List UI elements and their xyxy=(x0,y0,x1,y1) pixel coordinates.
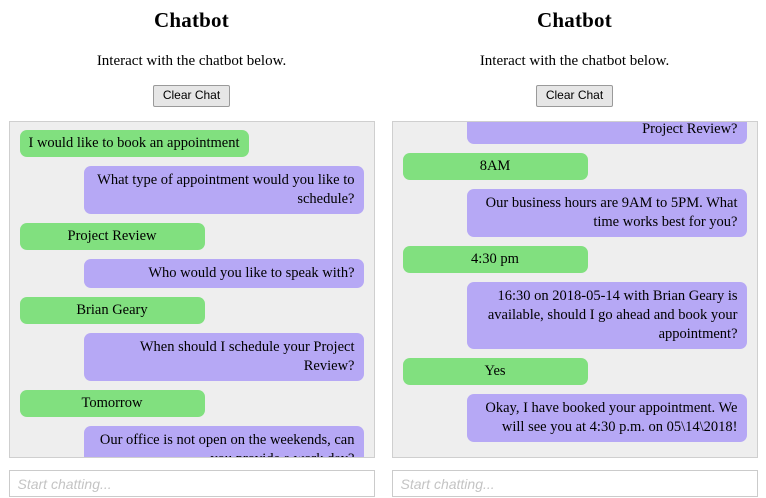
user-message-row: Tomorrow xyxy=(10,390,374,417)
user-message-row: Brian Geary xyxy=(10,297,374,324)
bot-message-row: Our office is not open on the weekends, … xyxy=(10,426,374,457)
bot-message-bubble: 16:30 on 2018-05-14 with Brian Geary is … xyxy=(466,282,747,349)
user-message-row: I would like to book an appointment xyxy=(10,130,374,157)
bot-message-bubble: What type of appointment would you like … xyxy=(83,166,364,214)
chat-window[interactable]: I would like to book an appointmentWhat … xyxy=(391,121,758,458)
clear-chat-button[interactable]: Clear Chat xyxy=(535,85,614,107)
user-message-bubble: Brian Geary xyxy=(19,297,205,324)
user-message-bubble: Project Review xyxy=(19,223,205,250)
bot-message-row: Who would you like to speak with? xyxy=(10,259,374,288)
user-message-row: 8AM xyxy=(393,153,757,180)
page-title: Chatbot xyxy=(537,8,612,32)
bot-message-bubble: Okay, I have booked your appointment. We… xyxy=(466,394,747,442)
bot-message-bubble: When should I schedule your Project Revi… xyxy=(83,333,364,381)
bot-message-row: Okay, I have booked your appointment. We… xyxy=(393,394,757,442)
clear-chat-button[interactable]: Clear Chat xyxy=(152,85,231,107)
chatbot-panel-right: Chatbot Interact with the chatbot below.… xyxy=(383,0,766,498)
bot-message-bubble: Our office is not open on the weekends, … xyxy=(83,426,364,457)
chat-message-list: I would like to book an appointmentWhat … xyxy=(393,122,757,457)
chat-input[interactable] xyxy=(391,470,758,497)
bot-message-row: Our business hours are 9AM to 5PM. What … xyxy=(393,189,757,237)
bot-message-row: What type of appointment would you like … xyxy=(10,166,374,214)
user-message-row: Yes xyxy=(393,358,757,385)
bot-message-row: At what time do you want to schedule the… xyxy=(393,122,757,144)
user-message-bubble: 4:30 pm xyxy=(402,246,588,273)
page-subtitle: Interact with the chatbot below. xyxy=(96,53,287,69)
bot-message-bubble: Who would you like to speak with? xyxy=(83,259,364,288)
user-message-bubble: Yes xyxy=(402,358,588,385)
user-message-bubble: I would like to book an appointment xyxy=(19,130,249,157)
user-message-bubble: 8AM xyxy=(402,153,588,180)
chat-input[interactable] xyxy=(8,470,375,497)
user-message-row: 4:30 pm xyxy=(393,246,757,273)
page-subtitle: Interact with the chatbot below. xyxy=(479,53,670,69)
user-message-row: Project Review xyxy=(10,223,374,250)
bot-message-row: When should I schedule your Project Revi… xyxy=(10,333,374,381)
user-message-bubble: Tomorrow xyxy=(19,390,205,417)
page-title: Chatbot xyxy=(154,8,229,32)
bot-message-row: 16:30 on 2018-05-14 with Brian Geary is … xyxy=(393,282,757,349)
chatbot-panel-left: Chatbot Interact with the chatbot below.… xyxy=(8,8,375,497)
bot-message-bubble: Our business hours are 9AM to 5PM. What … xyxy=(466,189,747,237)
bot-message-bubble: At what time do you want to schedule the… xyxy=(466,122,747,144)
